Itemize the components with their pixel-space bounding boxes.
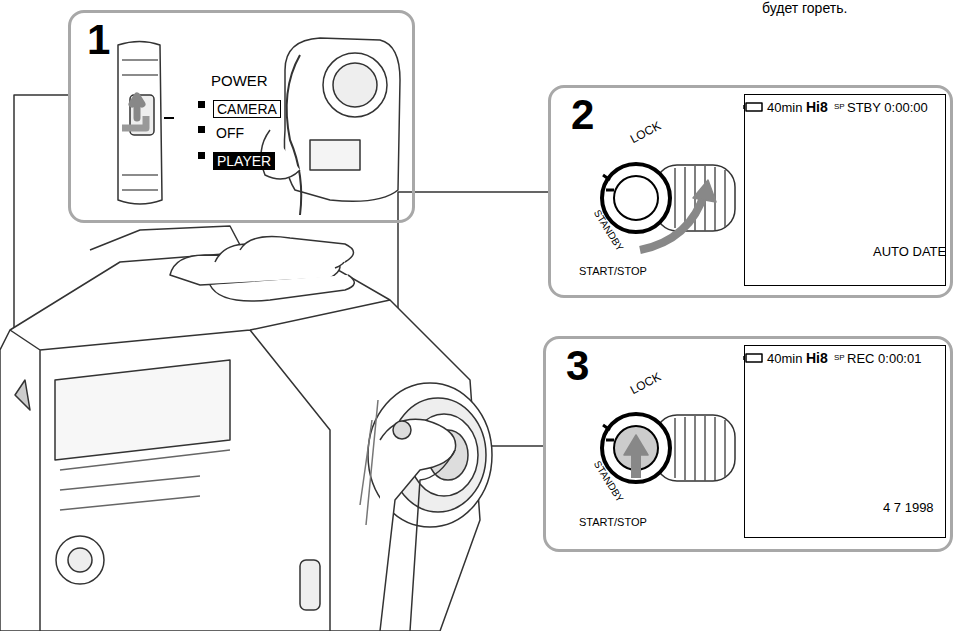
- tape-remaining: 40min: [767, 101, 802, 114]
- speed-mark: SP: [834, 354, 845, 362]
- step-panel: 3LOCK STANDBY START/STOP 40min Hi8 SPREC 0:00…: [543, 336, 953, 552]
- switch-label: POWER: [211, 73, 268, 88]
- position-label: STANDBY: [592, 459, 625, 504]
- status-counter: STBY 0:00:00: [847, 101, 928, 114]
- position-label: LOCK: [628, 370, 662, 396]
- switch-position: CAMERA: [213, 100, 281, 118]
- cut-off-note: будет гореть.: [762, 1, 847, 15]
- switch-position: OFF: [216, 126, 244, 140]
- position-label: STANDBY: [592, 208, 625, 253]
- step-panel: 1POWER CAMERA OFF PLAYER: [68, 10, 415, 223]
- display-info: 4 7 1998: [883, 501, 934, 514]
- switch-position: PLAYER: [213, 152, 275, 170]
- status-counter: REC 0:00:01: [847, 352, 921, 365]
- viewfinder-display: 40min Hi8 SPREC 0:00:01 4 7 1998: [744, 345, 946, 538]
- format-mark: Hi8: [806, 100, 828, 114]
- tape-remaining: 40min: [767, 352, 802, 365]
- speed-mark: SP: [834, 103, 845, 111]
- button-label: START/STOP: [579, 517, 647, 528]
- step-panel: 2LOCK STANDBY START/STOP 40min Hi8 SPSTBY 0:0…: [548, 85, 953, 298]
- display-info: AUTO DATE: [873, 245, 946, 258]
- position-label: LOCK: [628, 119, 662, 145]
- step-number: 2: [571, 94, 594, 136]
- format-mark: Hi8: [806, 351, 828, 365]
- viewfinder-display: 40min Hi8 SPSTBY 0:00:00AUTO DATE: [744, 94, 946, 286]
- step-number: 3: [566, 345, 589, 387]
- button-label: START/STOP: [579, 266, 647, 277]
- step-number: 1: [87, 19, 110, 61]
